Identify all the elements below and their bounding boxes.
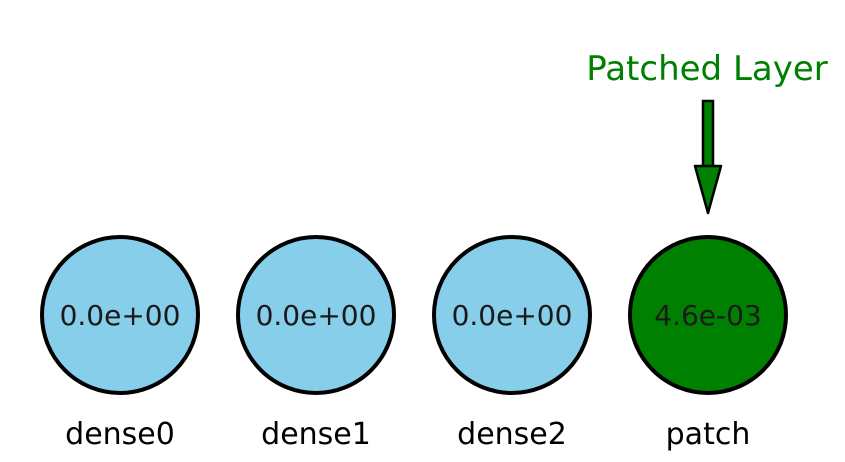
layer-node-dense2: 0.0e+00 dense2 [432,235,592,452]
layer-value: 4.6e-03 [654,299,762,332]
annotation-arrow [693,99,723,215]
layer-circle [628,235,788,395]
layer-circle [40,235,200,395]
layer-name: dense1 [261,417,371,452]
layer-name: dense0 [65,417,175,452]
arrow-head [693,164,723,215]
layer-node-dense1: 0.0e+00 dense1 [236,235,396,452]
layer-name: dense2 [457,417,567,452]
layer-node-patch: 4.6e-03 patch [628,235,788,452]
layer-value: 0.0e+00 [256,299,377,332]
layer-circle [236,235,396,395]
arrow-shaft [701,99,715,169]
layer-circle [432,235,592,395]
layer-node-dense0: 0.0e+00 dense0 [40,235,200,452]
layer-name: patch [666,417,751,452]
layer-value: 0.0e+00 [452,299,573,332]
layer-value: 0.0e+00 [60,299,181,332]
annotation-label: Patched Layer [586,49,828,89]
